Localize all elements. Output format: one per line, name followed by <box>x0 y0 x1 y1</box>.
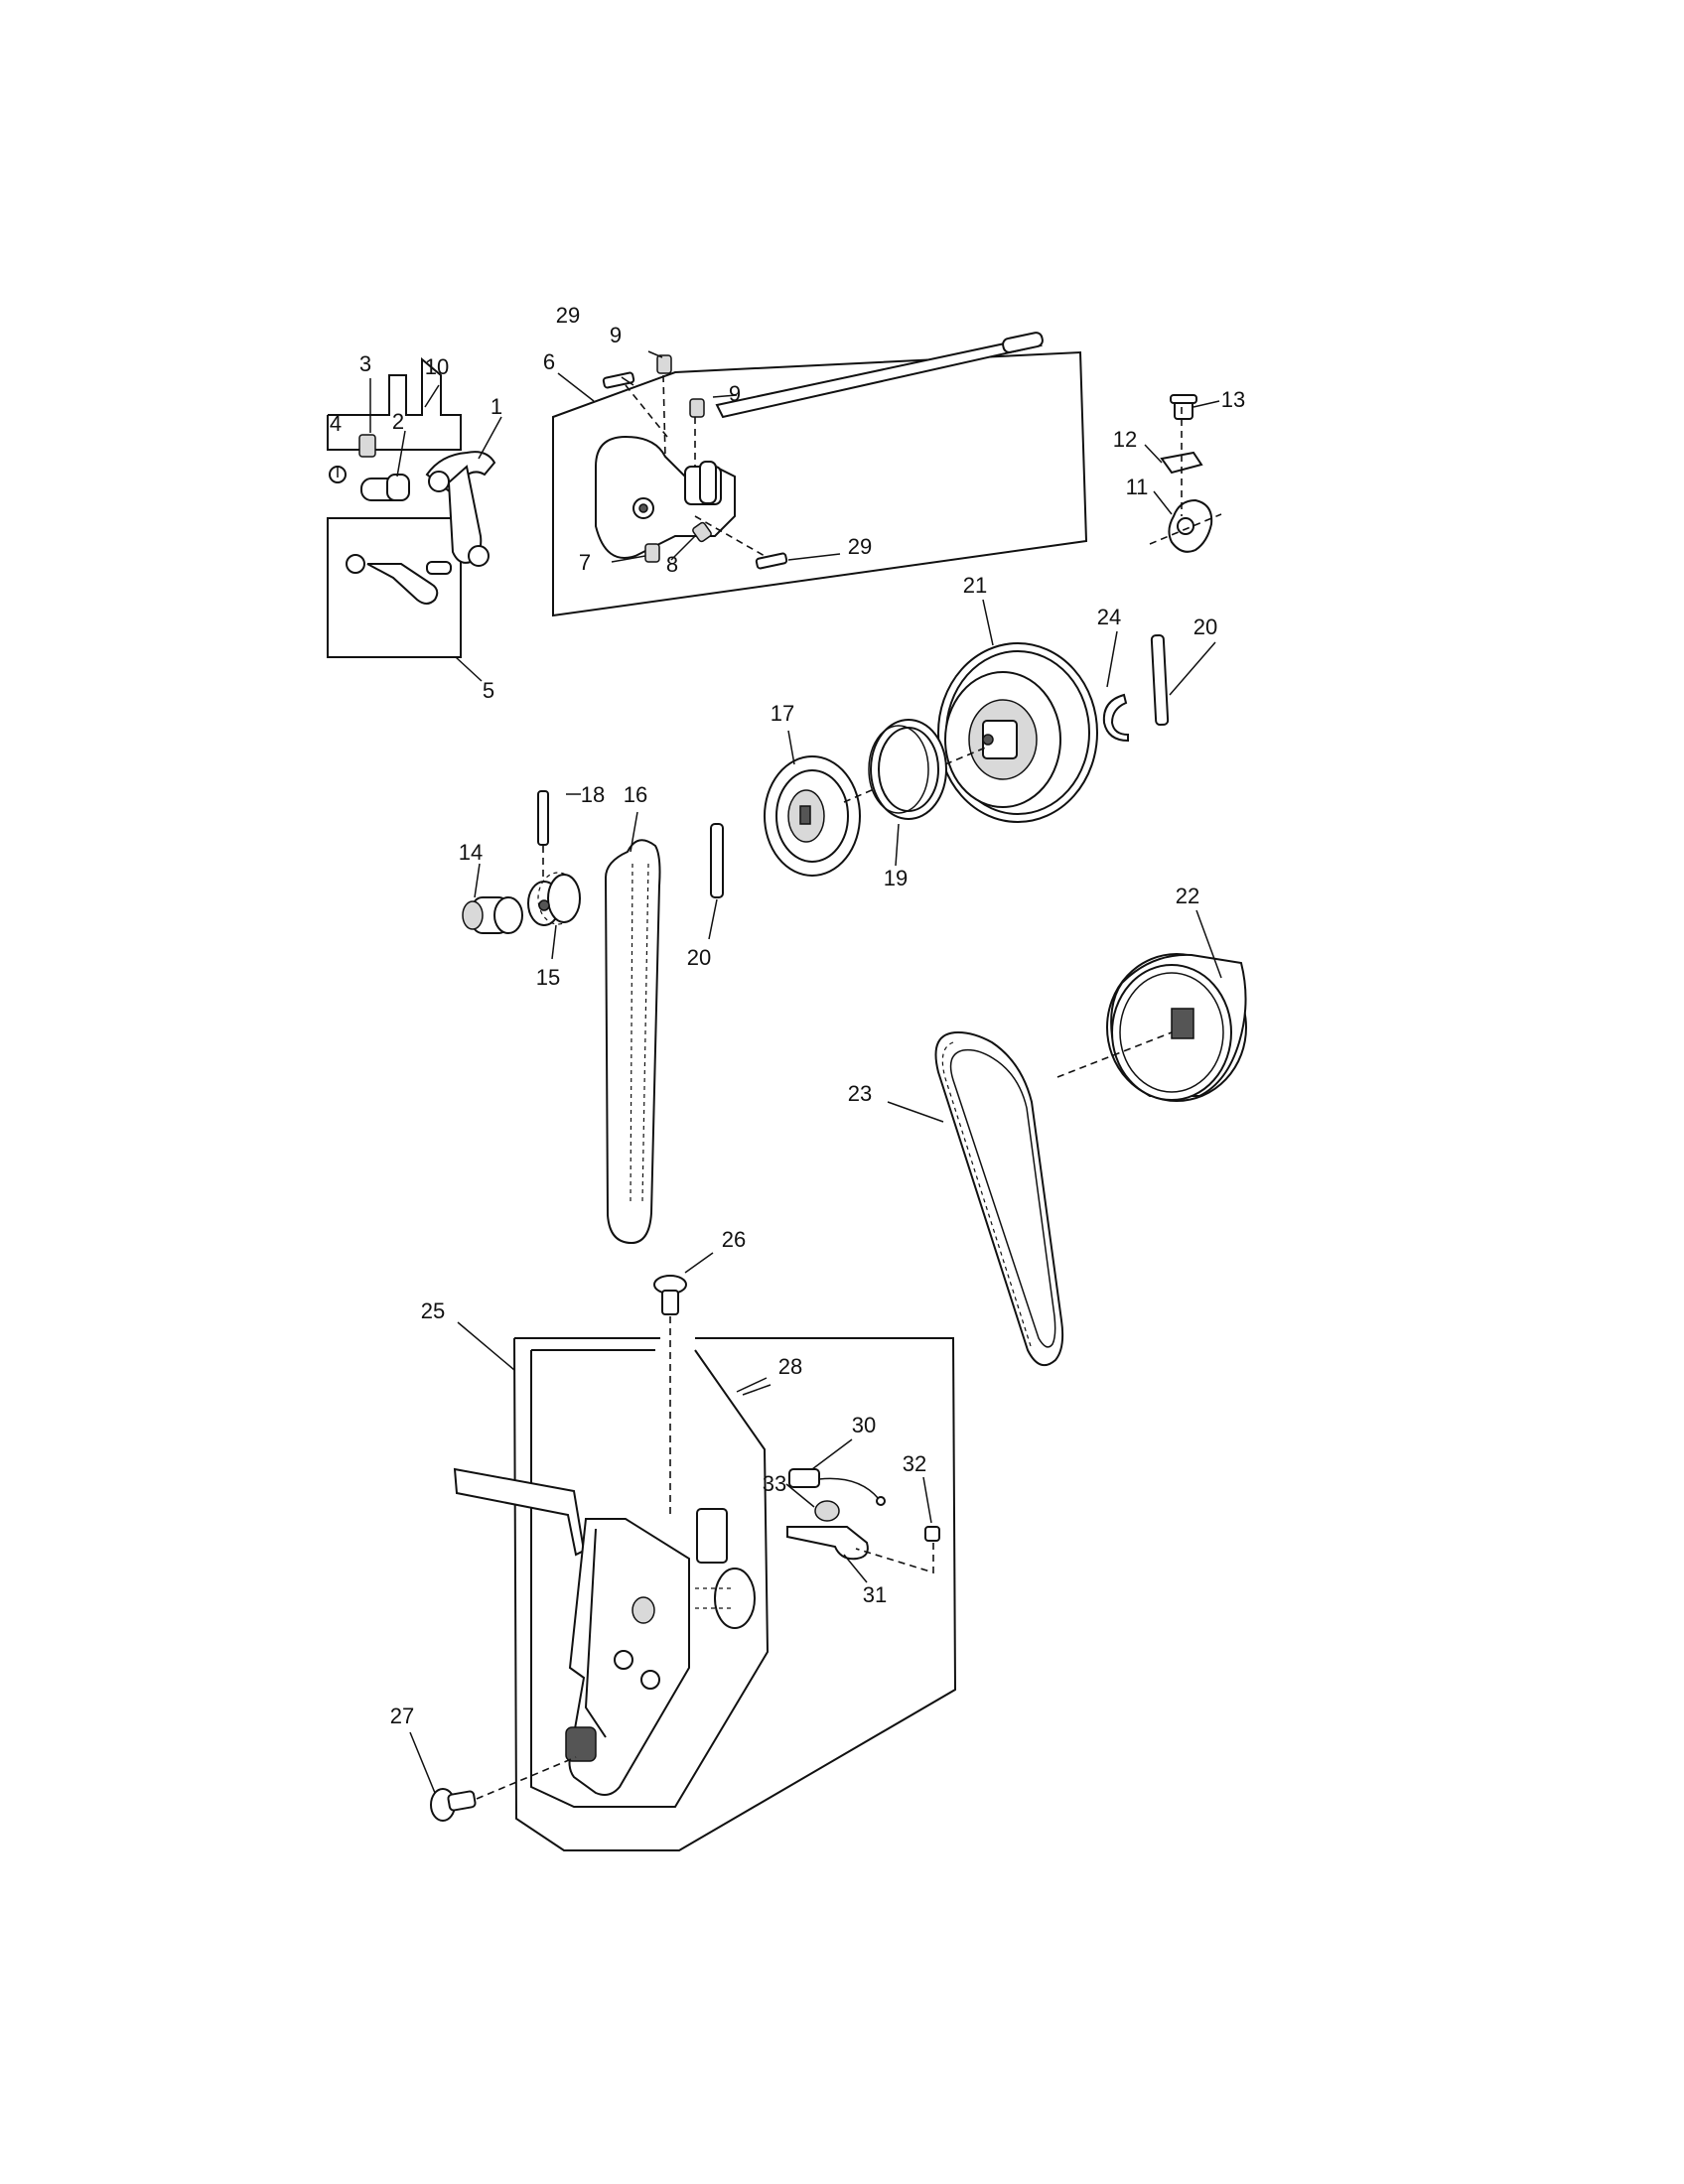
callout-29-top: 29 <box>556 303 580 328</box>
callout-4: 4 <box>330 411 342 436</box>
callout-10: 10 <box>425 354 449 379</box>
callout-13: 13 <box>1221 387 1245 412</box>
callout-32: 32 <box>903 1451 926 1476</box>
leader-lines <box>337 350 1222 1794</box>
callout-11: 11 <box>1126 475 1149 499</box>
callout-2: 2 <box>392 409 404 434</box>
callout-16: 16 <box>624 782 647 807</box>
callout-25: 25 <box>421 1298 445 1323</box>
callout-6: 6 <box>543 349 555 374</box>
callout-18: 18 <box>581 782 605 807</box>
callout-15: 15 <box>536 965 560 990</box>
callout-22: 22 <box>1176 884 1199 908</box>
callout-3: 3 <box>359 351 371 376</box>
callout-24: 24 <box>1097 605 1121 629</box>
pulley-assembly <box>710 633 1170 898</box>
gear-assembly <box>462 790 581 934</box>
callout-12: 12 <box>1113 427 1137 452</box>
shaft-assembly <box>552 332 1088 617</box>
callout-5: 5 <box>483 678 494 703</box>
callout-17: 17 <box>771 701 794 726</box>
callout-8: 8 <box>666 552 678 577</box>
callout-14: 14 <box>459 840 483 865</box>
small-cam-assembly <box>1149 394 1222 553</box>
callout-21: 21 <box>963 573 987 598</box>
callout-20-left: 20 <box>687 945 711 970</box>
callout-labels: 1 2 3 4 5 6 7 8 9 9 10 11 12 13 14 15 16… <box>330 303 1245 1728</box>
callout-28: 28 <box>778 1354 802 1379</box>
callout-9-right: 9 <box>729 381 741 406</box>
callout-20-right: 20 <box>1193 614 1217 639</box>
callout-31: 31 <box>863 1582 887 1607</box>
callout-29-bottom: 29 <box>848 534 872 559</box>
callout-1: 1 <box>491 394 502 419</box>
callout-30: 30 <box>852 1413 876 1437</box>
bracket-assembly <box>430 1275 957 1851</box>
callout-23: 23 <box>848 1081 872 1106</box>
callout-26: 26 <box>722 1227 746 1252</box>
callout-9-top: 9 <box>610 323 622 347</box>
callout-27: 27 <box>390 1704 414 1728</box>
linkage-assembly <box>327 356 496 658</box>
timing-belt-16 <box>604 839 661 1245</box>
callout-33: 33 <box>763 1471 786 1496</box>
motor-belt-and-pulley <box>934 953 1247 1367</box>
callout-7: 7 <box>579 550 591 575</box>
callout-19: 19 <box>884 866 908 890</box>
